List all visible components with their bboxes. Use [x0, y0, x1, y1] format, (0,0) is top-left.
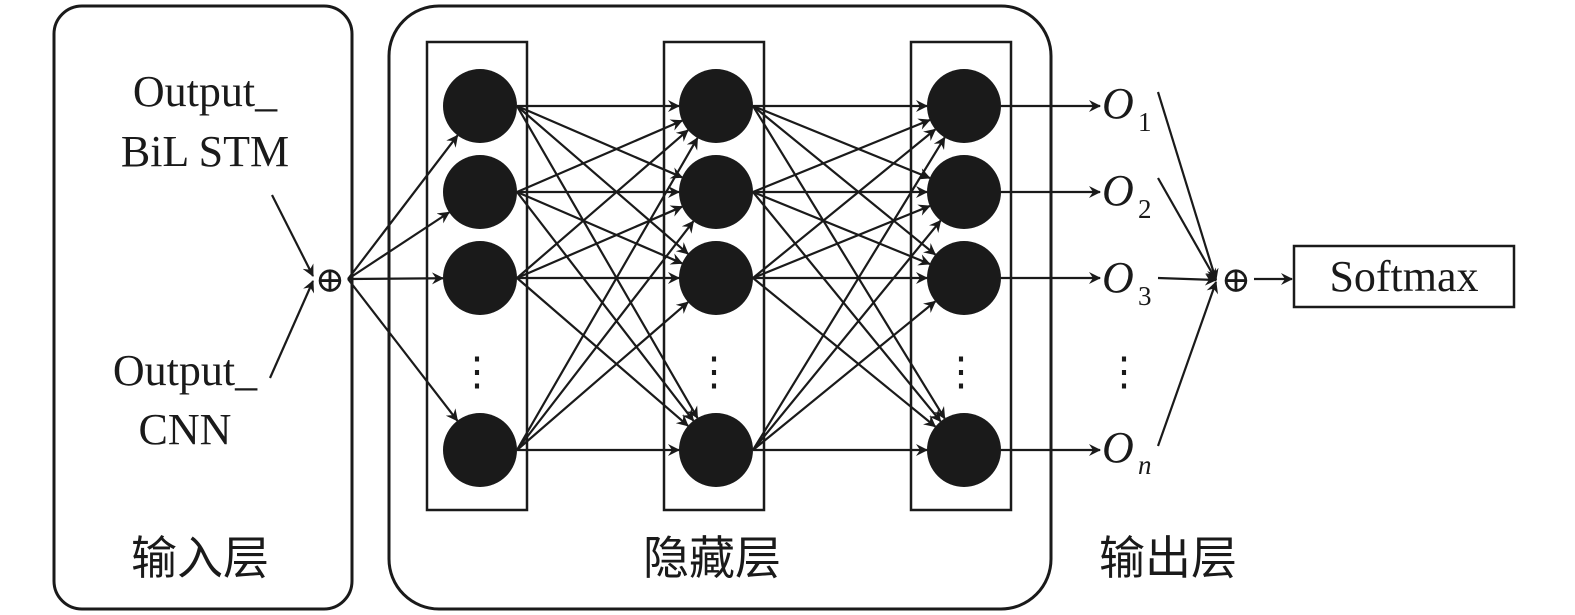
on-to-concat [1156, 281, 1218, 447]
edge-h2n1-h3n4 [752, 105, 946, 420]
output-o3: O 3 [1102, 253, 1152, 311]
softmax-box [1292, 244, 1516, 309]
hidden-column-1-node-1 [443, 69, 517, 143]
concat-to-hidden1-node-1 [347, 134, 459, 280]
edge-h1n4-h2n1 [516, 137, 699, 451]
hidden-column-2-node-3 [679, 241, 753, 315]
edge-h2n3-h3n1 [752, 128, 937, 279]
edge-h2n1-h3n3 [752, 105, 937, 256]
edge-h1n4-h2n3 [516, 301, 689, 451]
o1-to-concat [1156, 91, 1219, 281]
hidden-column-3-node-4 [927, 413, 1001, 487]
hidden-column-3-node-3 [927, 241, 1001, 315]
output-on-sub: n [1138, 450, 1152, 480]
output-layer-label: 输出层 [1099, 531, 1237, 585]
hidden-column-2 [662, 40, 766, 512]
output-o3-base: O [1102, 253, 1134, 302]
input-bilstm-arrow [271, 194, 314, 277]
hidden-column-1 [425, 40, 529, 512]
hidden-layer-label: 隐藏层 [643, 531, 781, 585]
input-cnn-label-line1: Output_ [113, 346, 258, 395]
connection-edges [347, 100, 1101, 456]
output-o1: O 1 [1102, 79, 1152, 137]
hidden-column-1-node-4 [443, 413, 517, 487]
edge-h1n3-h2n1 [516, 129, 689, 279]
output-concat-symbol: ⊕ [1221, 260, 1251, 300]
edge-h2n4-h3n1 [752, 136, 946, 451]
edge-h2n3-h3n4 [752, 277, 937, 428]
output-ellipsis: ⋮ [1104, 349, 1144, 394]
hidden-layer-panel [387, 4, 1053, 611]
input-bilstm-label-line2: BiL STM [121, 127, 289, 176]
o3-to-concat [1157, 273, 1217, 286]
edge-h1n1-h2n2 [516, 104, 683, 179]
concat-to-hidden1-node-4 [347, 278, 459, 422]
edge-h2n1-h3n2 [752, 104, 931, 180]
input-cnn-label-line2: CNN [139, 405, 232, 454]
edge-h1n3-h2n4 [516, 277, 689, 427]
input-layer-panel [52, 4, 354, 611]
input-cnn-arrow [268, 280, 315, 379]
edge-h2n4-h3n3 [752, 300, 937, 451]
hidden-column-3-node-1 [927, 69, 1001, 143]
hidden-column-3 [909, 40, 1013, 512]
hidden-column-3-node-2 [927, 155, 1001, 229]
hidden-column-2-node-1 [679, 69, 753, 143]
edge-h1n4-h2n2 [516, 220, 695, 451]
edge-h2n2-h3n4 [752, 191, 942, 423]
output-o1-sub: 1 [1138, 107, 1152, 137]
softmax-label: Softmax [1329, 252, 1478, 301]
hidden-column-2-node-2 [679, 155, 753, 229]
concat-to-hidden1-node-3 [347, 272, 445, 285]
output-on: O n [1102, 423, 1152, 480]
output-on-base: O [1102, 423, 1134, 472]
output-o2-sub: 2 [1138, 194, 1152, 224]
hidden-nodes [443, 69, 1001, 487]
edge-h1n1-h2n3 [516, 105, 689, 255]
hidden-column-2-node-4 [679, 413, 753, 487]
output-o3-sub: 3 [1138, 281, 1152, 311]
hidden-column-1-node-2 [443, 155, 517, 229]
edge-h2n4-h3n2 [752, 219, 942, 451]
edge-h1n2-h2n3 [516, 190, 683, 265]
edge-h2n2-h3n3 [752, 190, 931, 266]
input-layer-label: 输入层 [131, 531, 269, 585]
edge-h2n3-h3n2 [752, 204, 931, 280]
edge-h1n1-h2n4 [516, 105, 699, 419]
input-bilstm-label-line1: Output_ [133, 67, 278, 116]
input-concat-symbol: ⊕ [315, 260, 345, 300]
output-o2-base: O [1102, 166, 1134, 215]
hidden-column-1-node-3 [443, 241, 517, 315]
edge-h2n2-h3n1 [752, 118, 931, 194]
edge-h1n2-h2n1 [516, 119, 683, 194]
hidden-column-3-ellipsis: ⋮ [941, 349, 981, 394]
edge-h1n2-h2n4 [516, 191, 695, 422]
output-o1-base: O [1102, 79, 1134, 128]
concat-to-hidden1-node-2 [347, 211, 450, 280]
hidden-column-1-ellipsis: ⋮ [457, 349, 497, 394]
edge-h1n3-h2n2 [516, 205, 683, 280]
output-o2: O 2 [1102, 166, 1152, 224]
o2-to-concat [1157, 177, 1217, 281]
hidden-column-2-ellipsis: ⋮ [694, 349, 734, 394]
